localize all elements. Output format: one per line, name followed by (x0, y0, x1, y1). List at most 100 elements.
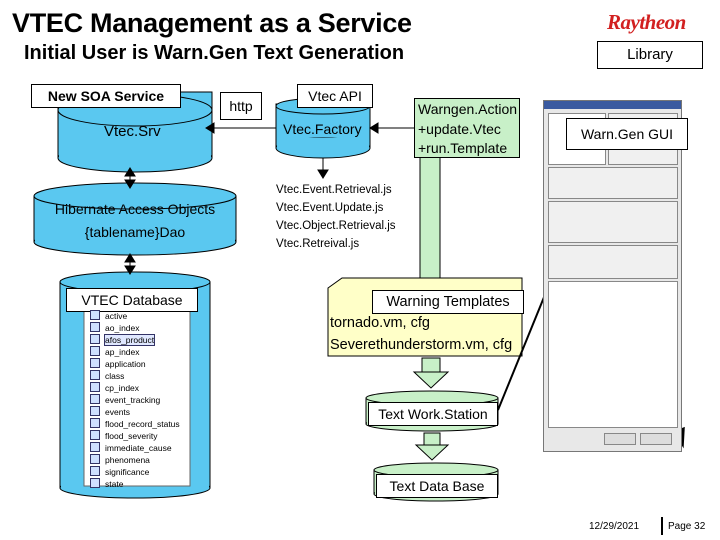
db-table-row: flood_record_status (90, 418, 190, 430)
js-file: Vtec.Retreival.js (276, 238, 360, 250)
warngen-action-box: Warngen.Action +update.Vtec +run.Templat… (414, 98, 520, 158)
gui-pane-storm (548, 167, 678, 199)
template-tornado: tornado.vm, cfg (330, 315, 430, 331)
db-table-list: active ao_index afos_product ap_index ap… (90, 310, 190, 490)
gui-pane-template (548, 201, 678, 243)
warngen-gui-label: Warn.Gen GUI (580, 126, 674, 142)
db-table-name: ap_index (105, 347, 140, 357)
table-icon (90, 382, 100, 392)
db-table-name: application (105, 359, 146, 369)
warngen-action-update: +update.Vtec (418, 121, 501, 137)
table-icon (90, 322, 100, 332)
warngen-gui-box: Warn.Gen GUI (566, 118, 688, 150)
vtec-api-label: Vtec API (308, 88, 362, 104)
warngen-to-templates-bar (419, 153, 441, 287)
table-icon (90, 358, 100, 368)
library-box: Library (597, 41, 703, 69)
gui-pane-timerange (548, 245, 678, 279)
table-icon (90, 454, 100, 464)
js-file: Vtec.Event.Update.js (276, 202, 384, 214)
table-icon (90, 310, 100, 320)
db-table-row: ao_index (90, 322, 190, 334)
table-icon (90, 418, 100, 428)
gui-button (604, 433, 636, 445)
http-label: http (229, 98, 253, 114)
db-table-name: event_tracking (105, 395, 161, 405)
footer-date: 12/29/2021 (589, 521, 640, 532)
table-icon (90, 406, 100, 416)
db-table-name: significance (105, 467, 150, 477)
db-table-row: afos_product (90, 334, 190, 346)
db-table-row: events (90, 406, 190, 418)
vtec-database-label: VTEC Database (81, 292, 183, 308)
db-table-name: state (105, 479, 124, 489)
text-workstation-box: Text Work.Station (368, 402, 498, 426)
table-icon (90, 442, 100, 452)
db-table-row: state (90, 478, 190, 490)
db-table-row: class (90, 370, 190, 382)
db-table-name: flood_severity (105, 431, 158, 441)
http-box: http (220, 92, 262, 120)
factory-to-warngen-arrow (369, 122, 414, 134)
factory-to-js-arrow (317, 158, 329, 179)
db-table-row: active (90, 310, 190, 322)
template-severe: Severethunderstorm.vm, cfg (330, 337, 513, 353)
page-subtitle: Initial User is Warn.Gen Text Generation (24, 42, 405, 64)
db-table-name: immediate_cause (105, 443, 172, 453)
gui-text-area (548, 281, 678, 428)
text-database-box: Text Data Base (376, 474, 498, 498)
hibernate-label-2: {tablename}Dao (84, 224, 186, 240)
db-table-row: flood_severity (90, 430, 190, 442)
db-table-name: phenomena (105, 455, 150, 465)
table-icon (90, 346, 100, 356)
vtec-api-box: Vtec API (297, 84, 373, 108)
hibernate-to-db-arrow (124, 253, 136, 275)
db-table-row: significance (90, 466, 190, 478)
new-soa-service-box: New SOA Service (31, 84, 181, 108)
http-arrow (205, 122, 285, 134)
db-table-row: phenomena (90, 454, 190, 466)
workstation-to-database-arrow (414, 432, 450, 461)
table-icon (90, 430, 100, 440)
db-table-row: immediate_cause (90, 442, 190, 454)
db-table-name: flood_record_status (105, 419, 180, 429)
text-workstation-label: Text Work.Station (378, 406, 488, 422)
db-table-row: ap_index (90, 346, 190, 358)
warngen-action-run: +run.Template (418, 140, 508, 156)
text-database-label: Text Data Base (389, 478, 485, 494)
js-file: Vtec.Event.Retrieval.js (276, 184, 392, 196)
hibernate-cylinder (33, 182, 237, 256)
table-icon (90, 334, 100, 344)
js-files-list: Vtec.Event.Retrieval.js Vtec.Event.Updat… (276, 181, 396, 253)
vtec-factory-label: Vtec.Factory (283, 121, 362, 137)
db-table-row: cp_index (90, 382, 190, 394)
templates-to-workstation-arrow (412, 357, 450, 389)
db-table-name: active (105, 311, 128, 321)
db-table-name: afos_product (103, 334, 156, 346)
new-soa-service-label: New SOA Service (47, 88, 165, 104)
vtec-srv-label: Vtec.Srv (104, 123, 161, 140)
warning-templates-box: Warning Templates (372, 290, 524, 314)
db-table-name: cp_index (105, 383, 140, 393)
srv-to-hibernate-arrow (124, 167, 136, 189)
warning-templates-title: Warning Templates (386, 294, 510, 310)
db-table-name: ao_index (105, 323, 140, 333)
table-icon (90, 466, 100, 476)
db-table-row: application (90, 358, 190, 370)
table-icon (90, 394, 100, 404)
raytheon-logo: Raytheon (607, 10, 686, 34)
page-title: VTEC Management as a Service (12, 8, 412, 38)
hibernate-label-1: Hibernate Access Objects (54, 201, 216, 217)
gui-titlebar (544, 101, 681, 109)
vtec-database-box: VTEC Database (66, 288, 198, 312)
vtec-database-cylinder (59, 271, 211, 499)
db-table-name: events (105, 407, 131, 417)
table-icon (90, 478, 100, 488)
db-table-row: event_tracking (90, 394, 190, 406)
gui-button-2 (640, 433, 672, 445)
footer-page-number: Page 32 (668, 521, 706, 532)
js-file: Vtec.Object.Retrieval.js (276, 220, 396, 232)
warngen-action-title: Warngen.Action (418, 101, 518, 117)
table-icon (90, 370, 100, 380)
warngen-gui-screenshot (543, 100, 682, 452)
